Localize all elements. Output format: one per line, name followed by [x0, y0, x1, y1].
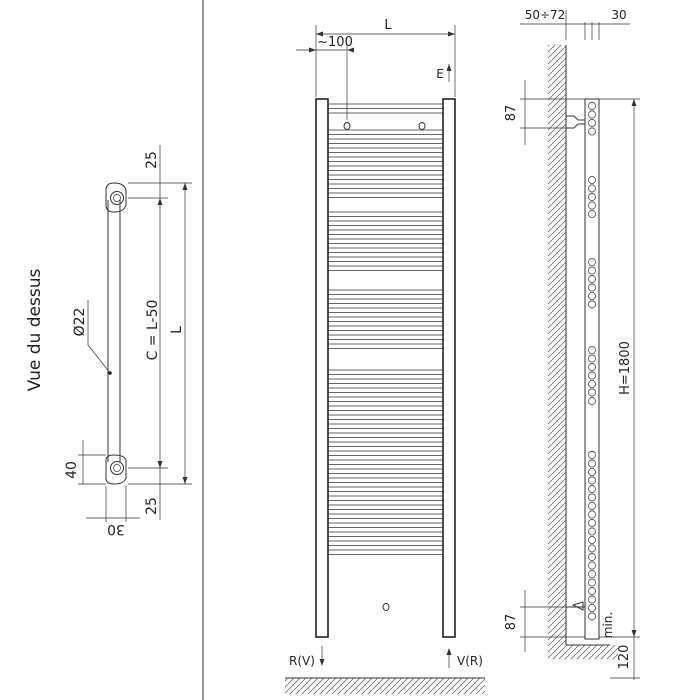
left-collector	[315, 98, 329, 638]
rail-section-circle	[588, 451, 596, 459]
dim-l-top-view: L	[169, 326, 185, 334]
dim-30-side: 30	[611, 8, 626, 22]
dim-min: min.	[601, 612, 615, 638]
rail-section-circle	[588, 266, 596, 275]
side-view: 50÷72 30 87 87 H=1800 min. 120	[504, 8, 640, 680]
towel-rails	[328, 103, 443, 555]
dim-c-formula: C = L-50	[145, 300, 161, 361]
rail-section-circle	[588, 536, 596, 544]
rail-section-circle	[588, 283, 596, 292]
rail-section-circle	[588, 468, 596, 476]
rail-section-circle	[588, 110, 596, 119]
top-view: Vue du dessus Ø22 25 C = L-50 L 25	[25, 145, 192, 537]
label-rv: R(V)	[289, 654, 315, 668]
rail-section-circle	[588, 119, 596, 127]
rail-section-circle	[588, 612, 596, 621]
dim-30-top-view: 30	[107, 521, 125, 537]
dim-120: 120	[617, 645, 632, 670]
rail-section-circle	[588, 604, 596, 612]
dim-100: ~100	[317, 35, 353, 50]
rail-section-circle	[588, 184, 596, 193]
rail-section-circle	[588, 258, 596, 266]
rail-sections	[588, 102, 596, 621]
rail-section-circle	[588, 354, 596, 363]
dim-87-top: 87	[504, 105, 519, 122]
rail-section-circle	[588, 275, 596, 283]
front-view: L ~100 E R(V) V(R)	[285, 18, 485, 694]
bracket-dot	[343, 122, 351, 130]
dim-l-front-view: L	[384, 18, 392, 33]
rail-section-circle	[588, 397, 596, 405]
rail-section-circle	[588, 346, 596, 354]
floor-hatch	[285, 678, 485, 694]
wall-hatch	[548, 45, 566, 645]
radiator-side-profile	[584, 98, 600, 640]
rail-section-circle	[588, 476, 596, 485]
rail-section-circle	[588, 300, 596, 309]
rail-section-circle	[588, 193, 596, 201]
rail-section-circle	[588, 502, 596, 510]
rail-section-circle	[588, 544, 596, 553]
rail-section-circle	[588, 587, 596, 595]
dim-25-bottom: 25	[144, 497, 160, 515]
dim-e: E	[436, 67, 444, 81]
bracket-dot	[418, 122, 426, 130]
rail-section-circle	[588, 127, 596, 136]
rail-section-circle	[588, 176, 596, 184]
rail-section-circle	[588, 201, 596, 210]
diameter-label: Ø22	[72, 308, 88, 337]
rail-section-circle	[588, 363, 596, 371]
dim-40: 40	[64, 461, 80, 479]
rail-section-circle	[588, 527, 596, 536]
dim-wall-distance: 50÷72	[525, 8, 566, 22]
dim-25-top: 25	[144, 151, 160, 169]
rail-section-circle	[588, 595, 596, 604]
top-view-label: Vue du dessus	[25, 269, 45, 392]
rail-section-circle	[588, 485, 596, 493]
rail-section-circle	[588, 292, 596, 300]
rail-section-circle	[588, 371, 596, 380]
floor-hatch-side	[548, 645, 618, 659]
rail-section-circle	[588, 380, 596, 388]
dim-height: H=1800	[618, 341, 633, 395]
label-vr: V(R)	[457, 654, 483, 668]
dim-87-bottom: 87	[504, 614, 519, 631]
rail-section-circle	[588, 570, 596, 578]
rail-section-circle	[588, 519, 596, 527]
rail-section-circle	[588, 493, 596, 502]
bracket-dot	[382, 603, 390, 611]
rail-section-circle	[588, 102, 596, 110]
rail-section-circle	[588, 578, 596, 587]
rail-section-circle	[588, 388, 596, 397]
rail-section-circle	[588, 561, 596, 570]
rail-section-circle	[588, 459, 596, 468]
right-collector	[442, 98, 456, 638]
rail-section-circle	[588, 510, 596, 519]
rail-section-circle	[588, 553, 596, 561]
rail-section-circle	[588, 210, 596, 218]
